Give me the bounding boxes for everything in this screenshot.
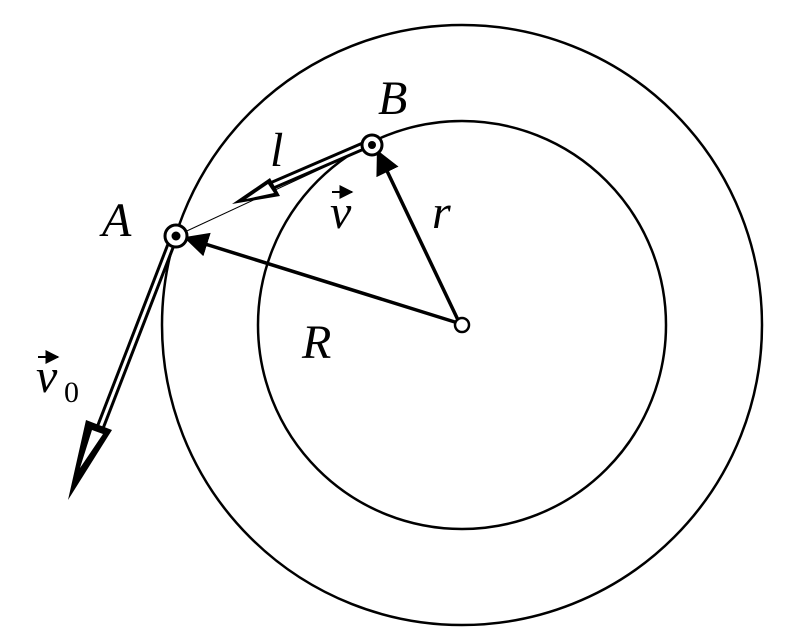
center-point: [453, 316, 471, 334]
inner-circle: [256, 119, 668, 531]
radius-r-line: [376, 149, 460, 321]
outer-circle: [160, 23, 764, 627]
label-r-small: r: [432, 186, 451, 239]
label-R-big: R: [301, 316, 331, 369]
label-v: v: [330, 186, 352, 239]
radius-R-line: [183, 232, 459, 325]
label-l: l: [270, 124, 283, 177]
label-a: A: [99, 194, 132, 247]
point-b-marker: [360, 133, 384, 157]
velocity-v-arrow: [232, 139, 370, 204]
label-v-group: v: [330, 185, 354, 239]
velocity-v0-arrow: [68, 240, 177, 500]
label-v0-subscript: 0: [64, 376, 79, 409]
point-a-marker: [163, 223, 189, 249]
label-v0-group: v 0: [36, 350, 79, 409]
label-b: B: [378, 72, 407, 125]
